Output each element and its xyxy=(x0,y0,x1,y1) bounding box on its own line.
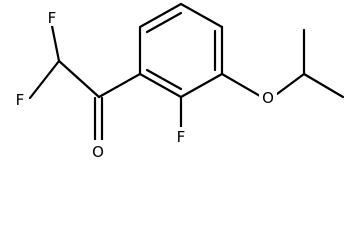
atom-f-left: F xyxy=(16,91,25,109)
ring-bond-3 xyxy=(179,2,224,29)
label-bg xyxy=(173,127,189,145)
molecule-drawing: F F O F O xyxy=(12,2,345,161)
atom-o-ether: O xyxy=(262,89,274,107)
label-bg xyxy=(44,8,60,26)
atom-o-carbonyl: O xyxy=(92,143,104,161)
ring-bond-6 xyxy=(138,72,183,99)
bond-carbonyl-ring xyxy=(97,72,142,99)
bond-ring-o xyxy=(220,72,262,98)
bond-c-f-left xyxy=(28,59,61,100)
label-bg xyxy=(89,140,107,160)
atom-f-top: F xyxy=(48,9,57,27)
bond-o-ch xyxy=(275,72,306,96)
ring-inner-bond-1 xyxy=(145,11,183,34)
label-bg xyxy=(12,90,28,108)
ring-bond-5 xyxy=(179,72,224,99)
bond-chf2-carbonyl xyxy=(57,59,101,99)
ring-inner-bond-3 xyxy=(145,68,183,91)
label-bg xyxy=(259,88,277,106)
structure-canvas: F F O F O xyxy=(12,2,345,161)
ring-bond-2 xyxy=(138,2,183,29)
bond-ch-methyl-right xyxy=(302,72,345,99)
atom-f-ring: F xyxy=(177,128,186,146)
bond-c-f-top xyxy=(50,24,61,63)
